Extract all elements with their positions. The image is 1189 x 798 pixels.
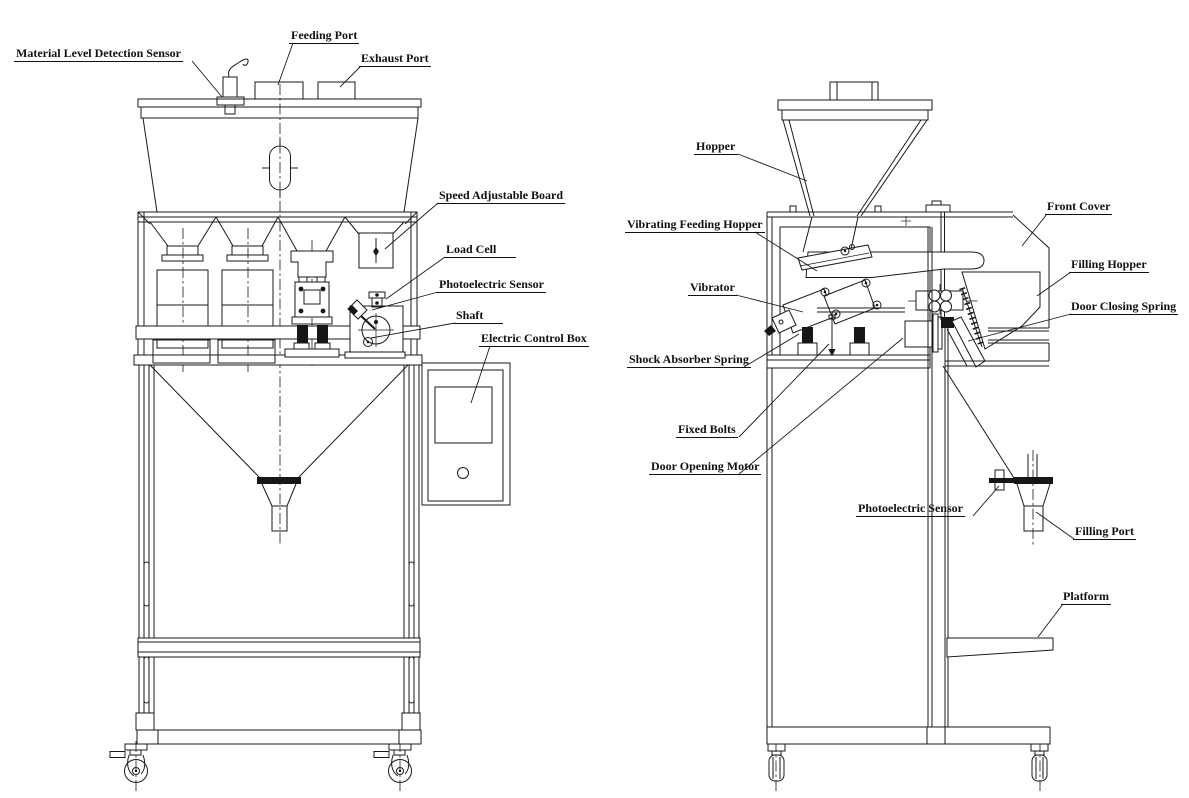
control-box-button: [457, 467, 469, 479]
vibrator-assembly: [764, 278, 905, 357]
label-door-closing-spring: Door Closing Spring: [1069, 299, 1179, 315]
label-filling-port: Filling Port: [1073, 524, 1136, 540]
discharge-funnel: [149, 364, 409, 532]
feeding-port-stub: [254, 81, 304, 100]
vibrating-feeder: [797, 216, 985, 278]
compartment-shelf: [766, 354, 931, 369]
label-load-cell: Load Cell: [444, 243, 516, 258]
label-front-cover: Front Cover: [1045, 199, 1113, 215]
caster-wheel-front-right: [373, 743, 412, 783]
label-speed-adjustable-board: Speed Adjustable Board: [437, 188, 566, 204]
callout-leader-lines: [191, 42, 1075, 638]
control-box-screen: [434, 386, 493, 444]
shaft-mechanism: [344, 291, 406, 359]
label-feeding-port: Feeding Port: [289, 28, 360, 44]
platform-part: [946, 637, 1054, 658]
lower-column: [927, 227, 1015, 727]
electric-control-box: [421, 362, 511, 506]
label-exhaust-port: Exhaust Port: [359, 51, 431, 67]
caster-wheel-front-left: [109, 743, 148, 783]
label-photoelectric-sensor-side: Photoelectric Sensor: [856, 501, 965, 517]
label-shaft: Shaft: [454, 309, 503, 324]
label-hopper: Hopper: [694, 140, 738, 155]
weigh-module: [284, 250, 340, 358]
filling-port-part: [989, 454, 1053, 532]
side-view-drawing: [764, 81, 1054, 794]
speed-adjustable-board: [358, 232, 394, 269]
label-platform: Platform: [1061, 590, 1111, 605]
top-hopper: [137, 98, 422, 213]
caster-wheel-side-left: [767, 743, 786, 782]
label-vibrator: Vibrator: [688, 280, 737, 296]
label-filling-hopper: Filling Hopper: [1069, 257, 1149, 273]
front-view-drawing: [109, 58, 511, 792]
frame-legs: [135, 365, 422, 745]
label-fixed-bolts: Fixed Bolts: [676, 422, 738, 438]
caster-wheel-side-right: [1030, 743, 1049, 782]
label-photoelectric-sensor-front: Photoelectric Sensor: [437, 277, 546, 293]
label-shock-absorber-spring: Shock Absorber Spring: [627, 352, 751, 368]
door-opening-motor-part: [904, 320, 934, 348]
label-material-level-detection-sensor: Material Level Detection Sensor: [14, 46, 183, 62]
label-electric-control-box: Electric Control Box: [479, 331, 589, 347]
side-base: [766, 726, 1051, 745]
exhaust-port-stub: [317, 81, 356, 100]
label-door-opening-motor: Door Opening Motor: [649, 459, 762, 475]
weigher-frame: [133, 211, 423, 366]
label-vibrating-feeding-hopper: Vibrating Feeding Hopper: [625, 217, 765, 233]
filling-hopper-part: [961, 271, 1041, 350]
side-hopper: [777, 81, 933, 217]
material-level-sensor: [216, 58, 249, 115]
